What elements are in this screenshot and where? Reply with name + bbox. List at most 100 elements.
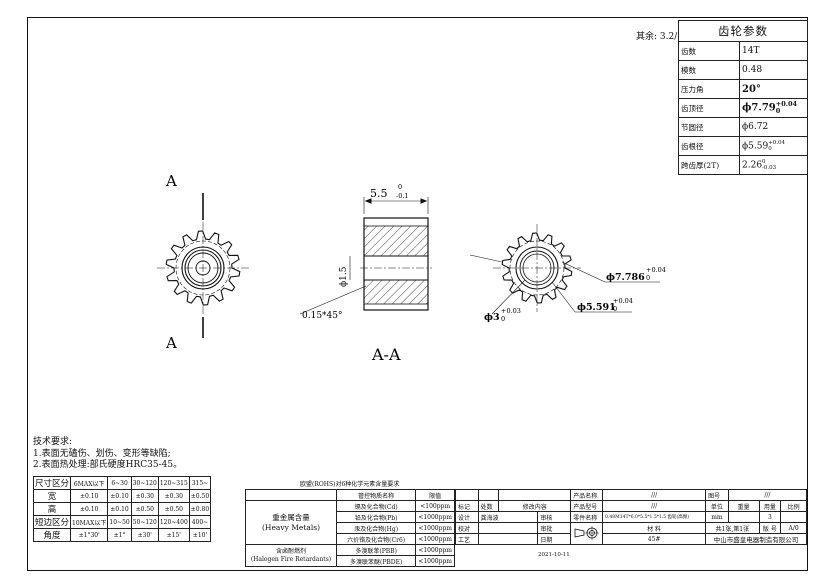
gp-value-main: 2.26 xyxy=(742,160,763,171)
rohs-header-limit: 限值 xyxy=(415,489,455,501)
tolerance-cell: ±0.50 xyxy=(130,502,159,516)
tb-part-name-value: 0.48M14T*6.0*5.5*1.5*1.5 齿轮(高频) xyxy=(602,511,707,523)
tb-material-label: 材 料 xyxy=(602,522,707,534)
dim-root-tol: +0.04 xyxy=(613,297,633,305)
rohs-limit: <100ppm xyxy=(415,500,455,512)
tb-date-label: 日期 xyxy=(537,533,572,545)
tb-date-value: 2021-10-11 xyxy=(538,552,570,558)
tolerance-cell: ±15' xyxy=(157,528,190,542)
rohs-item: 镉及化合物(Cd) xyxy=(335,500,417,512)
gear-params-title: 齿轮参数 xyxy=(678,20,808,42)
tb-version: 版 号 xyxy=(758,522,782,534)
section-view xyxy=(299,197,432,315)
dim-length-lower: -0.1 xyxy=(396,192,409,200)
gp-tol-upper: +0.04 xyxy=(768,140,786,146)
section-title: A-A xyxy=(371,345,401,364)
dim-root-tol2: 0 xyxy=(613,305,617,313)
tb-count: 处数 xyxy=(477,500,500,512)
section-mark-bottom: A xyxy=(165,334,177,352)
tb-design: 设计 xyxy=(455,511,479,523)
tb-product-name-value: /// xyxy=(602,489,707,501)
tolerance-cell: ±0.30 xyxy=(157,489,190,503)
roughness-icon: 3.2/ xyxy=(659,32,678,42)
gp-tol-upper: +0.04 xyxy=(775,100,798,108)
dim-root: ϕ5.591 xyxy=(577,302,616,313)
tolerance-cell: 315~ xyxy=(188,476,212,490)
tolerance-cell: ±1°30' xyxy=(70,528,109,542)
tolerance-cell: ±0.80 xyxy=(188,502,212,516)
tolerance-cell: ±30' xyxy=(130,528,159,542)
tb-material-value: 45# xyxy=(602,533,707,545)
rohs-item: 汞及化合物(Hg) xyxy=(335,522,417,534)
tb-product-model-value: /// xyxy=(602,500,707,512)
tolerance-cell: 10~50 xyxy=(107,515,132,529)
tolerance-cell: ±0.10 xyxy=(107,502,132,516)
tb-review: 审核 xyxy=(537,511,572,523)
tb-mark: 标记 xyxy=(455,500,479,512)
first-angle-projection-icon xyxy=(574,525,599,540)
tolerance-cell: ±1° xyxy=(107,528,132,542)
tolerance-cell: 50~120 xyxy=(130,515,159,529)
dim-chamfer: 0.15*45° xyxy=(302,311,343,321)
dim-tip-tol: +0.04 xyxy=(646,266,666,274)
requirements-title: 技术要求: xyxy=(33,437,73,447)
tolerance-cell: 6MAX以下 xyxy=(70,476,109,490)
dim-hole: ϕ3 xyxy=(484,312,500,323)
front-view-left xyxy=(157,193,249,338)
gp-value-tol: 2.260-0.03 xyxy=(739,155,808,175)
tolerance-row: 宽±0.10±0.10±0.30±0.30±0.50 xyxy=(32,489,212,503)
tb-approve: 审批 xyxy=(537,522,572,534)
rohs-blank xyxy=(245,489,337,501)
rohs-group-heavy-metals: 重金属含量 (Heavy Metals) xyxy=(245,500,337,545)
tolerance-cell: 10MAX以下 xyxy=(70,515,109,529)
tb-scale: 比例 xyxy=(780,500,807,512)
rohs-limit: <1000ppm xyxy=(415,511,455,523)
requirements: 技术要求: 1.表面无磕伤、划伤、变形等缺陷; 2.表面热处理:部氏硬度HRC3… xyxy=(33,437,182,472)
drawing-views: A A 5.5 0 -0.1 ϕ1.5 0.15*45° A-A xyxy=(157,172,666,364)
dim-length-value: 5.5 xyxy=(370,187,388,200)
tolerance-cell: 120~315 xyxy=(157,476,190,490)
tolerance-cell: ±0.50 xyxy=(188,489,212,503)
tolerance-cell: 6~30 xyxy=(107,476,132,490)
tolerance-cell: ±0.50 xyxy=(157,502,190,516)
gp-tol-lower: 0 xyxy=(768,146,772,152)
tolerance-cell: ±10' xyxy=(188,528,212,542)
dim-tip-tol2: 0 xyxy=(646,274,650,282)
rohs-item: 多溴联苯(PBB) xyxy=(335,544,417,556)
rohs-limit: <1000ppm xyxy=(415,555,455,567)
rohs-table: 管控物质名称限值 重金属含量 (Heavy Metals)镉及化合物(Cd)<1… xyxy=(245,489,455,567)
rohs-item: 铅及化合物(Pb) xyxy=(335,511,417,523)
rohs-group-halogen: 含卤耐燃剂 (Halogen Fire Retardants) xyxy=(245,544,337,567)
tb-check: 校对 xyxy=(455,522,479,534)
tb-usage-value: 3 xyxy=(758,511,782,523)
section-mark-top: A xyxy=(165,172,177,190)
dim-hole-tol: +0.03 xyxy=(501,307,521,315)
rohs-limit: <1000ppm xyxy=(415,544,455,556)
tolerance-cell: ±0.10 xyxy=(70,489,109,503)
dim-bore: ϕ1.5 xyxy=(339,266,349,287)
tolerance-cell: ±0.10 xyxy=(107,489,132,503)
rohs-limit: <1000ppm xyxy=(415,533,455,545)
tb-process: 工艺 xyxy=(455,533,479,545)
front-view-right xyxy=(469,224,660,315)
rohs-title: 欧盟(ROHS)对6种化学元素含量要求 xyxy=(300,481,400,488)
drawing-frame xyxy=(27,17,808,571)
dim-length-upper: 0 xyxy=(398,183,402,191)
tb-drawing-no-value: /// xyxy=(727,489,808,501)
gp-value-main: ϕ5.59 xyxy=(742,141,769,152)
corner-roughness: 其余: 3.2/ xyxy=(636,29,677,42)
tb-designer: 龚海波 xyxy=(477,511,539,523)
gp-value-main: ϕ7.79 xyxy=(742,102,776,114)
tolerance-cell: 120~400 xyxy=(157,515,190,529)
tolerance-row-label: 角度 xyxy=(32,528,72,542)
tolerance-cell: ±0.30 xyxy=(130,489,159,503)
tb-part-name-label: 零件名称 xyxy=(570,511,604,523)
requirement-item: 2.表面热处理:部氏硬度HRC35-45。 xyxy=(33,460,183,470)
gp-tol-upper: 0 xyxy=(762,159,766,165)
tb-version-value: A/0 xyxy=(780,522,807,534)
tolerance-row-label: 高 xyxy=(32,502,72,516)
tolerance-cell: ±0.10 xyxy=(70,502,109,516)
